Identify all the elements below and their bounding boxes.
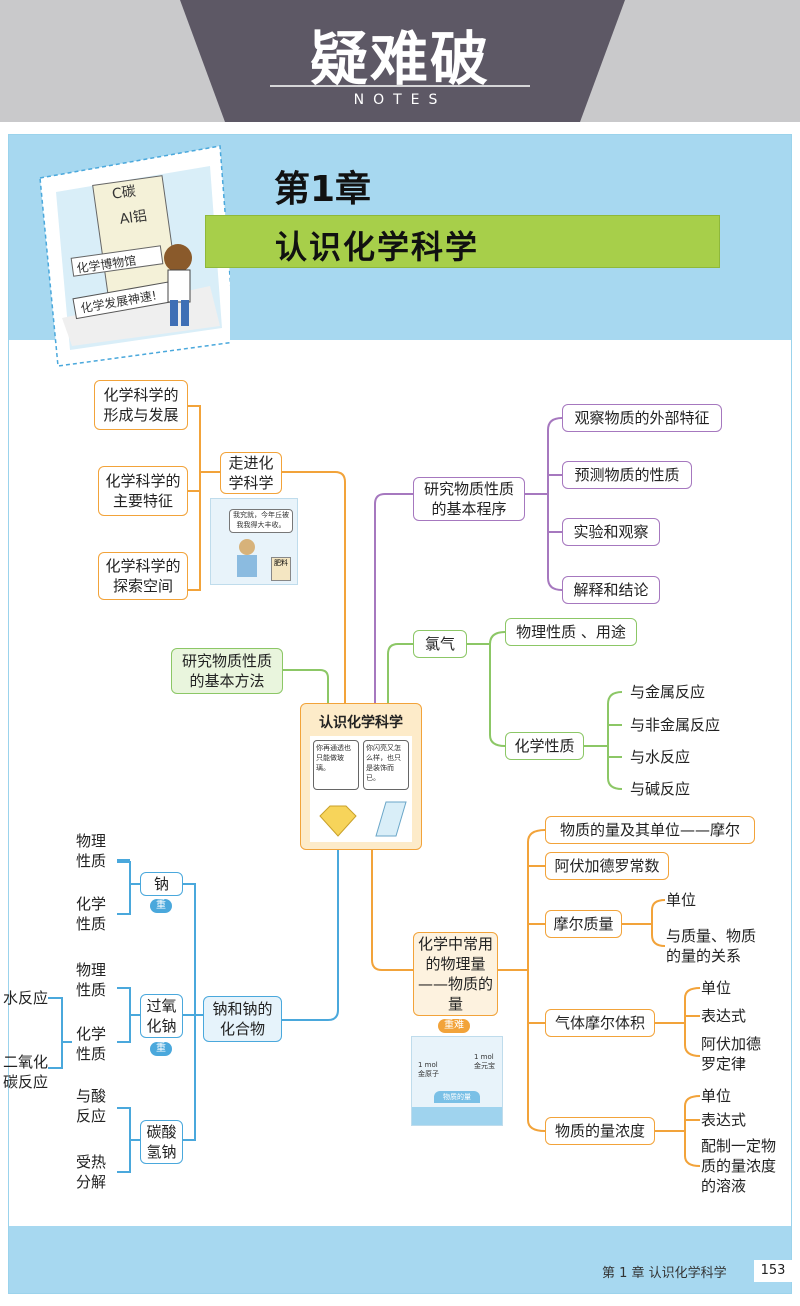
molar-mass-relation: 与质量、物质的量的关系 <box>666 927 757 965</box>
gold-bridge-cartoon: 1 mol金原子 1 mol金元宝 物质的量 <box>411 1036 503 1126</box>
procedure-step-conclude: 解释和结论 <box>562 576 660 604</box>
header-band: 疑难破 NOTES <box>0 0 800 122</box>
topic-formation: 化学科学的形成与发展 <box>94 380 188 430</box>
header-title: 疑难破 <box>309 25 490 93</box>
bicarbonate-heat: 受热分解 <box>76 1153 107 1191</box>
sodium-physical: 物理性质 <box>76 832 107 870</box>
page-number: 153 <box>754 1260 792 1282</box>
sodium-badge: 重 <box>150 899 172 913</box>
farmer-cartoon: 我究就，今年丘被我我得大丰收。 肥料 <box>210 498 298 585</box>
concentration-expression: 表达式 <box>701 1111 747 1129</box>
header-shape <box>180 0 625 122</box>
amount-item-molar-mass: 摩尔质量 <box>545 910 622 938</box>
branch-basic-procedure: 研究物质性质的基本程序 <box>413 477 525 521</box>
concentration-unit: 单位 <box>701 1087 732 1105</box>
center-bubble-left: 你再通透也只能做玻璃。 <box>313 740 359 790</box>
farmer-figure <box>239 539 255 555</box>
sodium-node: 钠 <box>140 872 183 896</box>
chlorine-reaction-nonmetal: 与非金属反应 <box>630 716 721 734</box>
bicarbonate-acid: 与酸反应 <box>76 1087 107 1125</box>
bicarbonate-node: 碳酸氢钠 <box>140 1120 183 1164</box>
chapter-title-bar <box>205 215 720 268</box>
peroxide-chemical: 化学性质 <box>76 1025 107 1063</box>
chlorine-reaction-water: 与水反应 <box>630 748 691 766</box>
museum-elements-text: Al铝 <box>119 208 148 228</box>
amount-item-avogadro: 阿伏加德罗常数 <box>545 852 669 880</box>
center-cartoon: 你再通透也只能做玻璃。 你闪亮又怎么样，也只是装饰而已。 <box>310 736 412 842</box>
gas-volume-avogadro-law: 阿伏加德罗定律 <box>701 1035 762 1073</box>
center-title: 认识化学科学 <box>319 715 403 731</box>
procedure-step-predict: 预测物质的性质 <box>562 461 692 489</box>
amount-item-gas-volume: 气体摩尔体积 <box>545 1009 655 1037</box>
sodium-chemical: 化学性质 <box>76 895 107 933</box>
molar-mass-unit: 单位 <box>666 891 697 909</box>
chlorine-physical: 物理性质 、用途 <box>505 618 637 646</box>
branch-sodium-compounds: 钠和钠的化合物 <box>203 996 282 1042</box>
peroxide-water-reaction: 水反应 <box>2 989 48 1007</box>
farmer-body <box>237 555 257 577</box>
amount-badge: 重难 <box>438 1019 470 1033</box>
museum-tag-text: C碳 <box>111 184 137 203</box>
procedure-step-experiment: 实验和观察 <box>562 518 660 546</box>
chapter-title: 认识化学科学 <box>275 228 480 266</box>
peroxide-node: 过氧化钠 <box>140 994 183 1038</box>
chlorine-reaction-metal: 与金属反应 <box>630 683 706 701</box>
chlorine-reaction-base: 与碱反应 <box>630 780 691 798</box>
center-node: 认识化学科学 你再通透也只能做玻璃。 你闪亮又怎么样，也只是装饰而已。 <box>300 703 422 850</box>
gas-volume-expression: 表达式 <box>701 1007 747 1025</box>
cartoon-water <box>412 1107 502 1125</box>
bottom-band <box>9 1226 791 1293</box>
branch-chlorine: 氯气 <box>413 630 467 658</box>
branch-intro-chemistry: 走进化学科学 <box>220 452 282 494</box>
topic-exploration: 化学科学的探索空间 <box>98 552 188 600</box>
museum-illustration: 化学博物馆 C碳 Al铝 化学发展神速! <box>39 145 230 367</box>
fertilizer-sign: 肥料 <box>271 557 291 581</box>
header-subtitle: NOTES <box>353 92 447 108</box>
gas-volume-unit: 单位 <box>701 979 732 997</box>
page-frame <box>8 134 792 1294</box>
peroxide-badge: 重 <box>150 1042 172 1056</box>
chlorine-chemical: 化学性质 <box>505 732 584 760</box>
center-bubble-right: 你闪亮又怎么样，也只是装饰而已。 <box>363 740 409 790</box>
cartoon-gold-atom: 1 mol金原子 <box>418 1061 439 1078</box>
amount-item-concentration: 物质的量浓度 <box>545 1117 655 1145</box>
branch-amount-of-substance: 化学中常用的物理量——物质的量 <box>413 932 498 1016</box>
peroxide-co2-reaction: 二氧化碳反应 <box>2 1053 48 1091</box>
diamond-glass-icon <box>319 801 407 837</box>
cartoon-bridge: 物质的量 <box>434 1091 480 1103</box>
amount-item-mole: 物质的量及其单位——摩尔 <box>545 816 755 844</box>
footer-chapter: 第 1 章 认识化学科学 <box>602 1266 727 1281</box>
branch-basic-methods: 研究物质性质的基本方法 <box>171 648 283 694</box>
farmer-bubble: 我究就，今年丘被我我得大丰收。 <box>229 509 293 533</box>
topic-features: 化学科学的主要特征 <box>98 466 188 516</box>
procedure-step-observe: 观察物质的外部特征 <box>562 404 722 432</box>
concentration-preparation: 配制一定物质的量浓度的溶液 <box>701 1137 777 1195</box>
peroxide-physical: 物理性质 <box>76 961 107 999</box>
chapter-number: 第1章 <box>274 169 372 210</box>
cartoon-gold-ingot: 1 mol金元宝 <box>474 1053 495 1070</box>
